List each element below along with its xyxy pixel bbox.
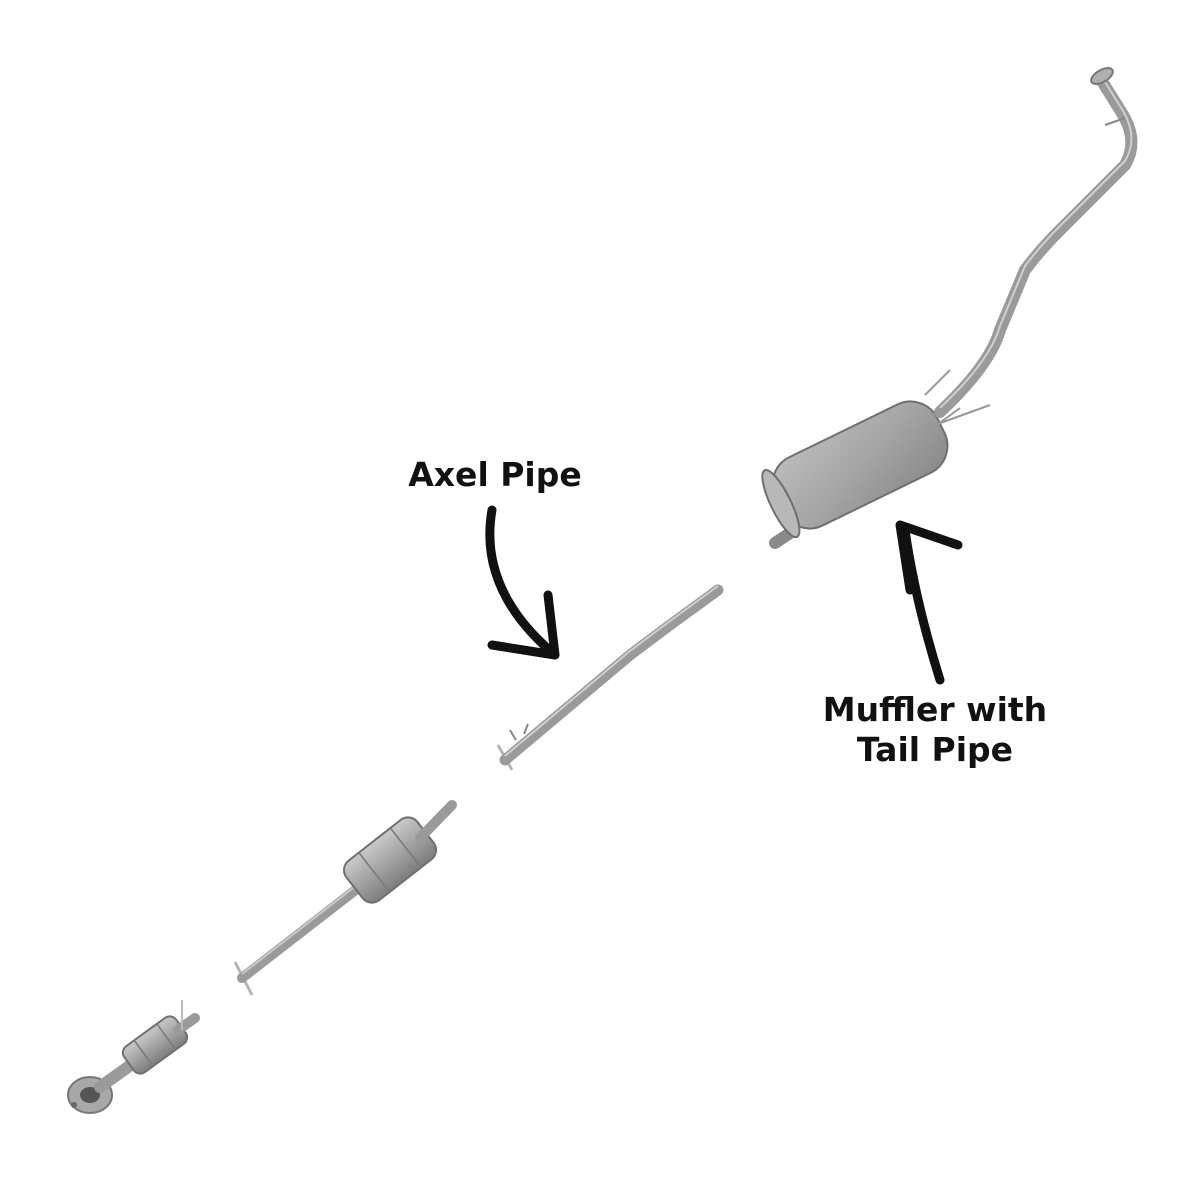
axel-pipe-label-text: Axel Pipe [408,455,582,494]
muffler-with-tail-pipe-label: Muffler with Tail Pipe [810,690,1060,770]
front-flange-catalytic-converter [67,1000,200,1114]
muffler-label-line1: Muffler with [822,690,1048,729]
muffler-arrow-icon [895,520,963,685]
front-pipe-with-converter [233,800,457,996]
pipe-icon [496,584,724,771]
catalytic-converter-icon [121,1015,189,1075]
muffler-label-line2: Tail Pipe [856,730,1014,769]
muffler-with-tail-pipe [761,67,1138,549]
axel-pipe-arrow-icon [485,505,560,660]
axel-pipe [496,584,724,771]
muffler-icon [761,67,1138,549]
axel-pipe-label: Axel Pipe [400,455,590,495]
